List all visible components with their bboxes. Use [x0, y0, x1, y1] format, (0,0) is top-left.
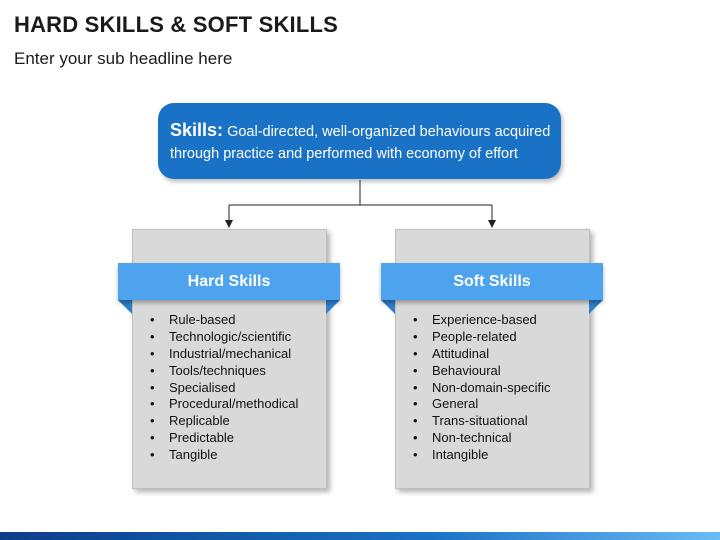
- soft-banner-fold-left: [381, 300, 395, 314]
- list-item: •Technologic/scientific: [150, 328, 292, 344]
- list-item: •Specialised: [150, 379, 236, 395]
- list-item: •General: [413, 396, 479, 412]
- list-item: •Attitudinal: [413, 345, 490, 361]
- list-item: •Tangible: [150, 447, 218, 463]
- list-item: •Behavioural: [413, 362, 501, 378]
- hard-banner-fold-right: [326, 300, 340, 314]
- hard-skills-banner: Hard Skills: [118, 263, 340, 300]
- list-item: •Non-technical: [413, 430, 512, 446]
- list-item: •Industrial/mechanical: [150, 345, 292, 361]
- bottom-accent-bar: [0, 532, 720, 540]
- page-subtitle: Enter your sub headline here: [14, 49, 233, 68]
- skills-definition-box: Skills: Goal-directed, well-organized be…: [158, 103, 561, 179]
- list-item: •Replicable: [150, 413, 230, 429]
- list-item: •Trans-situational: [413, 413, 528, 429]
- hard-skills-list: •Rule-based •Technologic/scientific •Ind…: [150, 312, 298, 464]
- definition-text: Goal-directed, well-organized behaviours…: [170, 124, 551, 162]
- soft-skills-banner: Soft Skills: [381, 263, 603, 300]
- list-item: •Tools/techniques: [150, 362, 266, 378]
- soft-skills-list: •Experience-based •People-related •Attit…: [413, 312, 551, 464]
- list-item: •People-related: [413, 328, 517, 344]
- definition-term: Skills:: [170, 120, 224, 140]
- hard-banner-fold-left: [118, 300, 132, 314]
- soft-banner-fold-right: [589, 300, 603, 314]
- list-item: •Predictable: [150, 430, 235, 446]
- list-item: •Experience-based: [413, 312, 537, 327]
- list-item: •Intangible: [413, 447, 489, 463]
- list-item: •Rule-based: [150, 312, 236, 327]
- list-item: •Non-domain-specific: [413, 379, 551, 395]
- page-title: HARD SKILLS & SOFT SKILLS: [14, 12, 338, 37]
- list-item: •Procedural/methodical: [150, 396, 299, 412]
